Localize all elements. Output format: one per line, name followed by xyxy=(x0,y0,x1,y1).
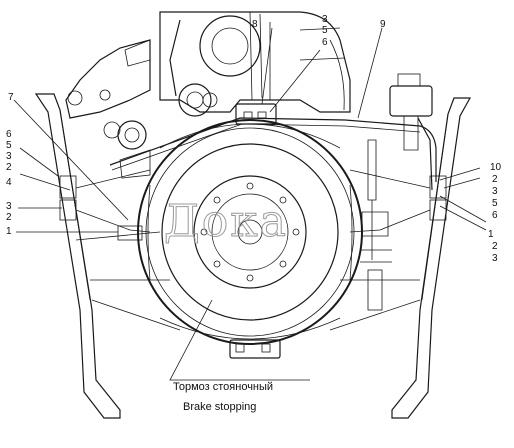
callout-right-10: 10 xyxy=(490,162,502,173)
callout-9: 9 xyxy=(380,19,386,30)
callout-left-2b: 2 xyxy=(6,212,12,223)
callout-left-2a: 2 xyxy=(6,162,12,173)
callout-right-5: 5 xyxy=(492,198,498,209)
callout-labels: 8 3 5 6 9 7 6 5 3 2 4 3 2 1 10 2 3 5 6 1… xyxy=(6,14,502,264)
caption-english: Brake stopping xyxy=(183,401,256,413)
callout-left-5: 5 xyxy=(6,140,12,151)
valve-assembly xyxy=(360,73,433,311)
left-fittings xyxy=(103,120,151,179)
left-mount xyxy=(34,93,181,419)
callout-3-top: 3 xyxy=(322,14,328,25)
callout-8: 8 xyxy=(252,19,258,30)
callout-left-3a: 3 xyxy=(6,151,12,162)
callout-right-3b: 3 xyxy=(492,253,498,264)
leader-lines xyxy=(13,27,487,381)
callout-left-1: 1 xyxy=(6,226,12,237)
callout-right-2b: 2 xyxy=(492,241,498,252)
callout-right-6: 6 xyxy=(492,210,498,221)
callout-5-top: 5 xyxy=(322,25,328,36)
callout-6-top: 6 xyxy=(322,37,328,48)
brake-drum xyxy=(137,119,363,345)
watermark-text: Дока xyxy=(164,196,288,247)
callout-right-3: 3 xyxy=(492,186,498,197)
brake-band xyxy=(159,103,341,359)
brake-rods xyxy=(109,117,437,182)
engine-housing xyxy=(65,11,351,119)
callout-7: 7 xyxy=(8,92,14,103)
callout-left-4: 4 xyxy=(6,177,12,188)
callout-right-1: 1 xyxy=(488,229,494,240)
callout-right-2a: 2 xyxy=(492,174,498,185)
callout-left-3b: 3 xyxy=(6,201,12,212)
right-mount xyxy=(329,97,472,419)
caption-russian: Тормоз стояночный xyxy=(173,381,273,393)
callout-left-6: 6 xyxy=(6,129,12,140)
